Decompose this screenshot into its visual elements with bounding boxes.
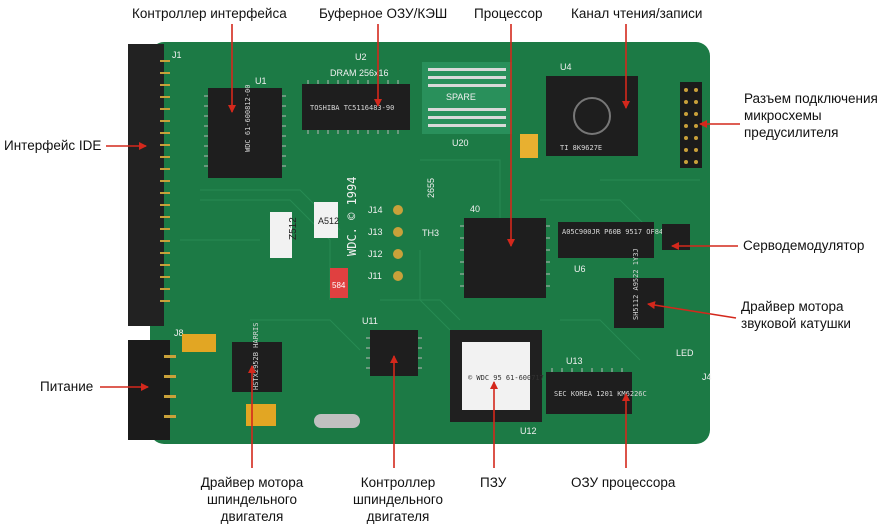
chip-servo-text: A05C900JR P60B 9517 OF84794.1 [562, 228, 684, 236]
chip-voice-coil-text: SH5112 A9522 1Y3J [632, 248, 640, 320]
label-voice-coil-line-1: Драйвер мотора [741, 299, 844, 314]
led-text: LED [676, 348, 694, 358]
sticker-a512 [314, 202, 338, 238]
chip-dram [302, 84, 410, 130]
ref-j1: J1 [172, 50, 182, 60]
chip-processor [464, 218, 546, 298]
label-interface-controller: Контроллер интерфейса [132, 6, 287, 21]
ide-connector [128, 44, 164, 326]
label-spindle-driver-line-2: шпиндельного [206, 492, 298, 507]
chip-dram-text: TOSHIBA TC5116483-90 [310, 104, 394, 112]
num-40: 40 [470, 204, 480, 214]
label-spindle-driver-line-1: Драйвер мотора [200, 475, 304, 490]
date-code: WDC. © 1994 [345, 177, 359, 256]
chip-rom-text: © WDC 95 61-600717 [468, 374, 544, 382]
ref-j8: J8 [174, 328, 184, 338]
label-rom: ПЗУ [480, 475, 507, 490]
num-2655: 2655 [426, 178, 436, 198]
chip-interface-text: WDC 61-600812-00 [244, 85, 252, 152]
ref-j11: J11 [368, 271, 382, 281]
label-voice-coil-line-2: звуковой катушки [741, 316, 851, 331]
rom-label [462, 342, 530, 410]
ref-u2: U2 [355, 52, 367, 62]
ref-u20: U20 [452, 138, 469, 148]
dram-silk: DRAM 256x16 [330, 68, 389, 78]
label-servo-demodulator: Серводемодулятор [743, 238, 865, 253]
chip-interface-pins [204, 95, 286, 167]
ref-u11: U11 [362, 316, 378, 326]
chip-processor-pins [460, 225, 550, 287]
label-processor: Процессор [474, 6, 543, 21]
label-preamp-line-3: предусилителя [744, 125, 839, 140]
th3-text: TH3 [422, 228, 439, 238]
ref-u12: U12 [520, 426, 537, 436]
chip-cpu-ram-text: SEC KOREA 1201 KM6226C [554, 390, 647, 398]
ref-j13: J13 [368, 227, 383, 237]
ref-u4: U4 [560, 62, 572, 72]
chip-servo-demodulator [558, 222, 654, 258]
sticker-z512 [270, 212, 292, 258]
label-ide-interface: Интерфейс IDE [4, 138, 102, 153]
label-spindle-controller-line-3: двигателя [366, 509, 430, 524]
chip-cpu-ram-pins [551, 368, 623, 372]
sticker-z512-text: Z512 [288, 217, 299, 240]
crystal [314, 414, 360, 428]
cap-orange-1 [182, 334, 216, 352]
label-spindle-controller-line-1: Контроллер [360, 475, 436, 490]
label-buffer-ram: Буферное ОЗУ/КЭШ [319, 6, 448, 21]
preamp-header-pins [684, 88, 698, 164]
sticker-a512-text: A512 [318, 216, 339, 226]
label-preamp-line-1: Разъем подключения [744, 91, 878, 106]
chip-interface-controller [208, 88, 282, 178]
spare-text: SPARE [446, 92, 476, 102]
test-pads [393, 205, 403, 281]
sticker-584 [330, 268, 348, 298]
arrow-voice-coil [647, 301, 737, 319]
chip-spindle-driver-text: HSTX2952B HARRIS [252, 323, 260, 390]
power-connector [128, 340, 170, 440]
label-preamp-line-2: микросхемы [744, 108, 822, 123]
chip-read-write [546, 76, 638, 156]
spare-pads [422, 62, 512, 134]
label-spindle-controller-line-2: шпиндельного [352, 492, 444, 507]
chip-spindle-driver [232, 342, 282, 392]
chip-spindle-controller-pins [366, 337, 422, 369]
ref-j4: J4 [702, 372, 712, 382]
ti-logo [573, 97, 611, 135]
ref-j12: J12 [368, 249, 383, 259]
ide-pins [160, 60, 170, 302]
label-preamp-connector: Разъем подключения микросхемы предусилит… [744, 90, 878, 141]
chip-cpu-ram [546, 372, 632, 414]
label-cpu-ram: ОЗУ процессора [571, 475, 676, 490]
callout-arrows [100, 24, 740, 468]
spare-pad-rows [428, 68, 506, 127]
preamp-header [680, 82, 702, 168]
label-spindle-driver: Драйвер мотора шпиндельного двигателя [196, 474, 308, 525]
chip-dram-pins [307, 80, 399, 134]
ref-u13: U13 [566, 356, 583, 366]
label-spindle-controller: Контроллер шпиндельного двигателя [346, 474, 450, 525]
sticker-584-text: 584 [332, 281, 346, 290]
label-read-write-channel: Канал чтения/записи [571, 6, 703, 21]
ref-u6: U6 [574, 264, 586, 274]
chip-voice-coil-driver [614, 278, 664, 328]
chip-rw-text: TI 8K9627E [560, 144, 602, 152]
label-spindle-driver-line-3: двигателя [220, 509, 284, 524]
label-power: Питание [40, 379, 94, 394]
cap-orange-2 [246, 404, 276, 426]
power-pins [164, 355, 176, 418]
ref-u1: U1 [255, 76, 267, 86]
ref-j14: J14 [368, 205, 383, 215]
label-voice-coil-driver: Драйвер мотора звуковой катушки [741, 298, 851, 332]
cap-orange-3 [520, 134, 538, 158]
